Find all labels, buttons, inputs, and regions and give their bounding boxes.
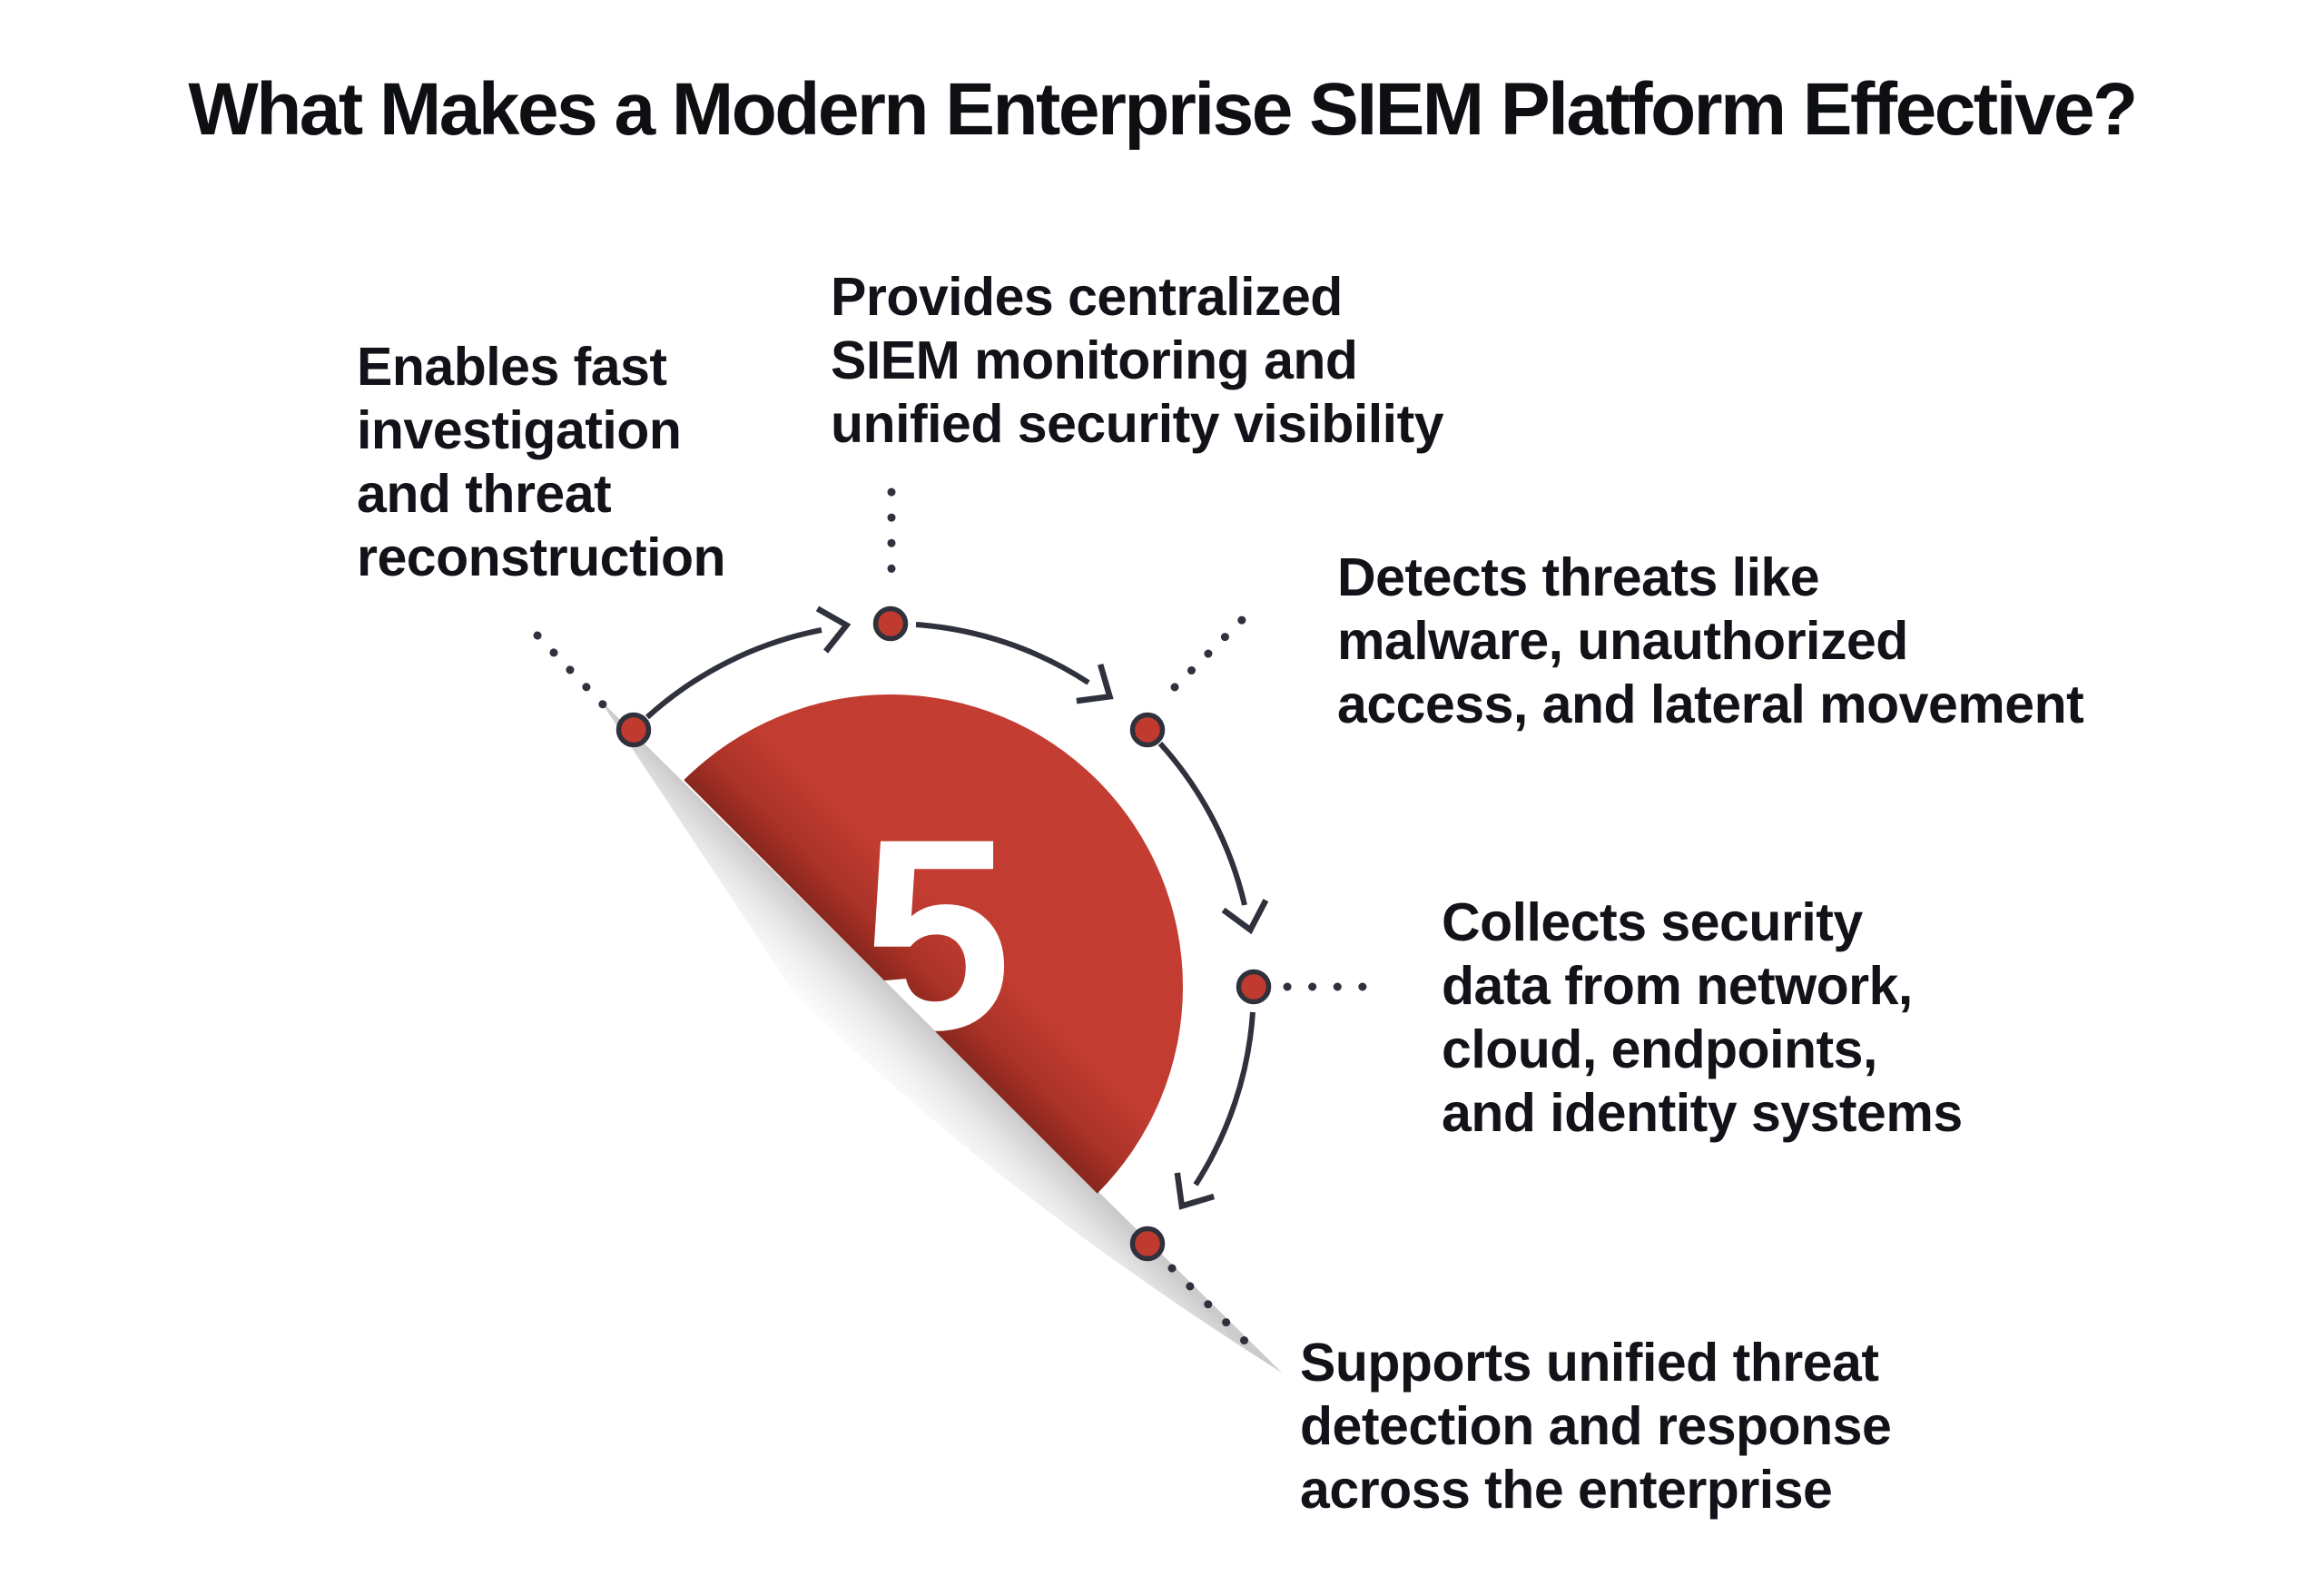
step-dot-3 bbox=[1129, 712, 1166, 748]
arc-arrow-2 bbox=[915, 622, 1114, 704]
arc-arrow-4 bbox=[1174, 1011, 1256, 1210]
step-dot-4 bbox=[1236, 969, 1272, 1005]
step-label-1: Enables fast investigation and threat re… bbox=[357, 337, 726, 587]
dotted-connector-5 bbox=[1167, 1264, 1249, 1345]
dotted-connector-3 bbox=[1170, 615, 1246, 692]
step-label-3: Detects threats like malware, unauthoriz… bbox=[1337, 547, 2084, 734]
step-label-5: Supports unified threat detection and re… bbox=[1300, 1333, 1892, 1520]
step-dot-1 bbox=[615, 712, 652, 748]
arc-arrow-3 bbox=[1157, 741, 1269, 935]
dotted-connector-1 bbox=[533, 631, 609, 711]
step-dot-5 bbox=[1129, 1226, 1166, 1262]
step-label-2: Provides centralized SIEM monitoring and… bbox=[831, 267, 1444, 454]
arc-arrow-1 bbox=[645, 606, 852, 720]
half-disc bbox=[684, 694, 1184, 1194]
step-dot-2 bbox=[872, 606, 909, 642]
page-title: What Makes a Modern Enterprise SIEM Plat… bbox=[188, 68, 2138, 151]
step-label-4: Collects security data from network, clo… bbox=[1442, 892, 1963, 1143]
